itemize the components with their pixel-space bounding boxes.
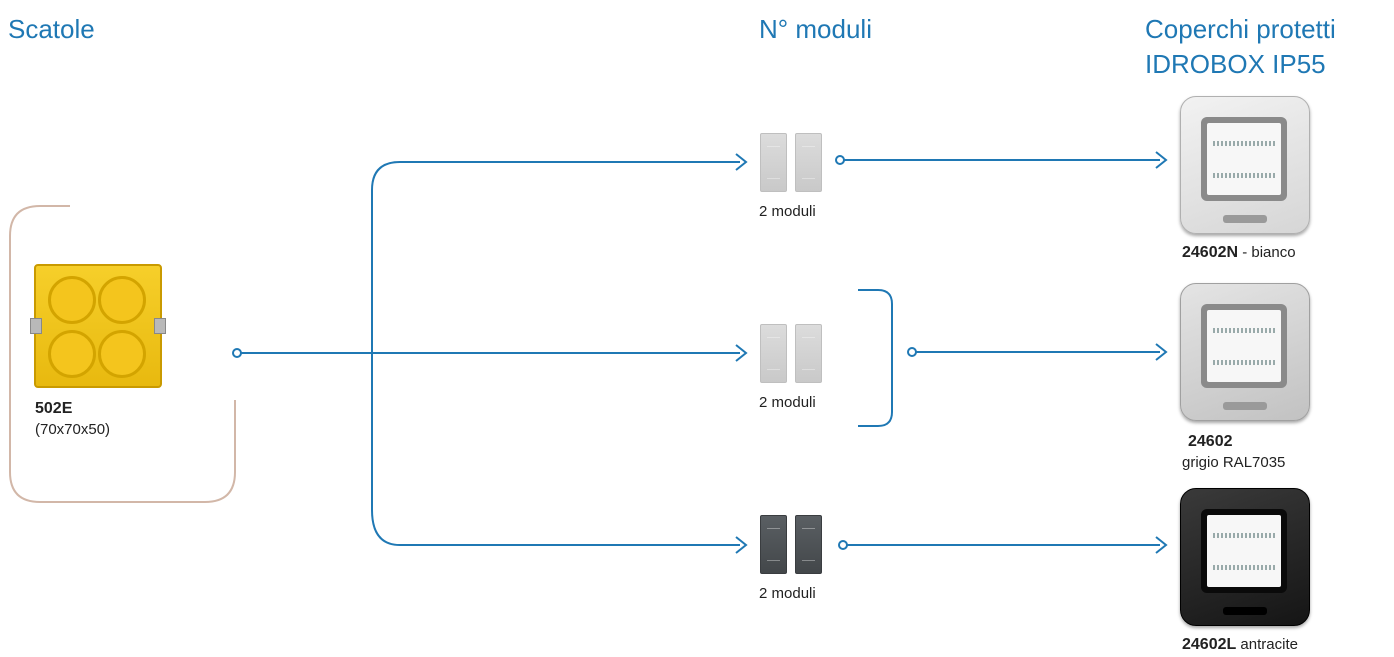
module-label: 2 moduli (759, 585, 816, 602)
header-moduli: N° moduli (759, 14, 872, 44)
cover-image-grey (1180, 283, 1310, 421)
box-bracket (9, 205, 236, 503)
module-node (835, 155, 845, 165)
module-label: 2 moduli (759, 394, 816, 411)
cover-image-white (1180, 96, 1310, 234)
arrow-head (1155, 151, 1168, 169)
branch-top (371, 161, 740, 546)
header-scatole: Scatole (8, 14, 95, 44)
cover-caption: 24602N - bianco (1182, 244, 1296, 262)
module-bracket (858, 289, 893, 427)
module-piece (795, 515, 822, 574)
flush-box-image (30, 264, 166, 388)
module-piece (795, 133, 822, 192)
module-piece (760, 324, 787, 383)
cover-code: 24602N (1182, 244, 1239, 261)
arrow-head (1155, 536, 1168, 554)
arrow-head (735, 153, 748, 171)
module-label: 2 moduli (759, 203, 816, 220)
cover-caption: 24602L antracite (1182, 636, 1298, 654)
cover-desc: antracite (1236, 636, 1298, 653)
cover-desc: - bianco (1238, 244, 1296, 261)
module-piece (760, 133, 787, 192)
cover-code: 24602 (1188, 433, 1233, 450)
cover-code: 24602L (1182, 636, 1237, 653)
header-coperchi-line1: Coperchi protetti (1145, 14, 1336, 44)
module-piece (760, 515, 787, 574)
cover-desc: grigio RAL7035 (1182, 454, 1286, 471)
module-node (838, 540, 848, 550)
box-code: 502E (35, 400, 73, 417)
box-connector-node (232, 348, 242, 358)
module-node (907, 347, 917, 357)
box-size: (70x70x50) (35, 421, 111, 438)
module-piece (795, 324, 822, 383)
arrow-head (735, 536, 748, 554)
arrow-head (1155, 343, 1168, 361)
header-coperchi-line2: IDROBOX IP55 (1145, 49, 1326, 79)
cover-image-black (1180, 488, 1310, 626)
arrow-head (735, 344, 748, 362)
